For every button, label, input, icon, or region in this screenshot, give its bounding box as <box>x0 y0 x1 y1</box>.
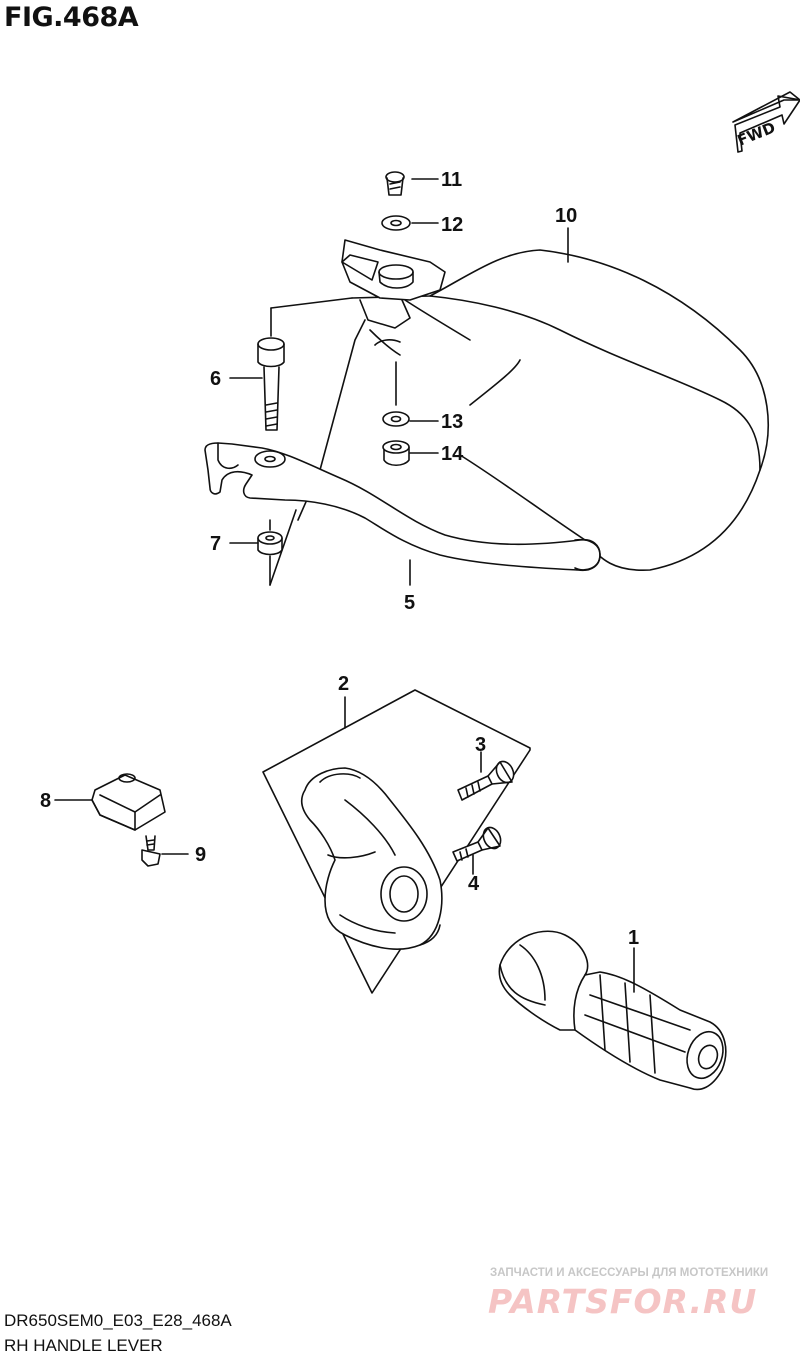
callout-4: 4 <box>468 873 480 895</box>
grip-1 <box>498 930 727 1091</box>
screw-3 <box>457 760 515 801</box>
screw-4 <box>452 826 502 862</box>
nut-7 <box>257 531 283 556</box>
washer-13 <box>382 411 410 427</box>
callout-8: 8 <box>40 790 52 812</box>
callout-14: 14 <box>441 443 464 465</box>
callout-12: 12 <box>441 214 464 236</box>
washer-12 <box>381 215 411 231</box>
brake-lever-5 <box>204 442 601 572</box>
assembly-box <box>262 689 531 994</box>
nut-14 <box>382 440 410 467</box>
watermark-tagline: ЗАПЧАСТИ И АКСЕССУАРЫ ДЛЯ МОТОТЕХНИКИ <box>490 1267 769 1279</box>
guard-bracket <box>297 239 446 521</box>
screw-11 <box>385 171 405 196</box>
throttle-housing-2 <box>300 767 443 950</box>
callout-5: 5 <box>404 592 416 614</box>
callout-1: 1 <box>628 927 640 949</box>
callout-7: 7 <box>210 533 222 555</box>
callout-2: 2 <box>338 673 350 695</box>
switch-8 <box>91 773 166 831</box>
callout-13: 13 <box>441 411 464 433</box>
callout-11: 11 <box>441 169 463 191</box>
callout-6: 6 <box>210 368 222 390</box>
section-name: RH HANDLE LEVER <box>4 1336 163 1355</box>
watermark-logo: PARTSFOR.RU <box>488 1282 758 1321</box>
bolt-6 <box>257 337 285 431</box>
model-code: DR650SEM0_E03_E28_468A <box>4 1311 232 1330</box>
callout-9: 9 <box>195 844 207 866</box>
figure-title: FIG.468A <box>4 2 139 33</box>
screw-9 <box>141 835 161 867</box>
fwd-arrow-icon: FWD <box>732 91 800 153</box>
callout-10: 10 <box>555 205 578 227</box>
callout-3: 3 <box>475 734 487 756</box>
